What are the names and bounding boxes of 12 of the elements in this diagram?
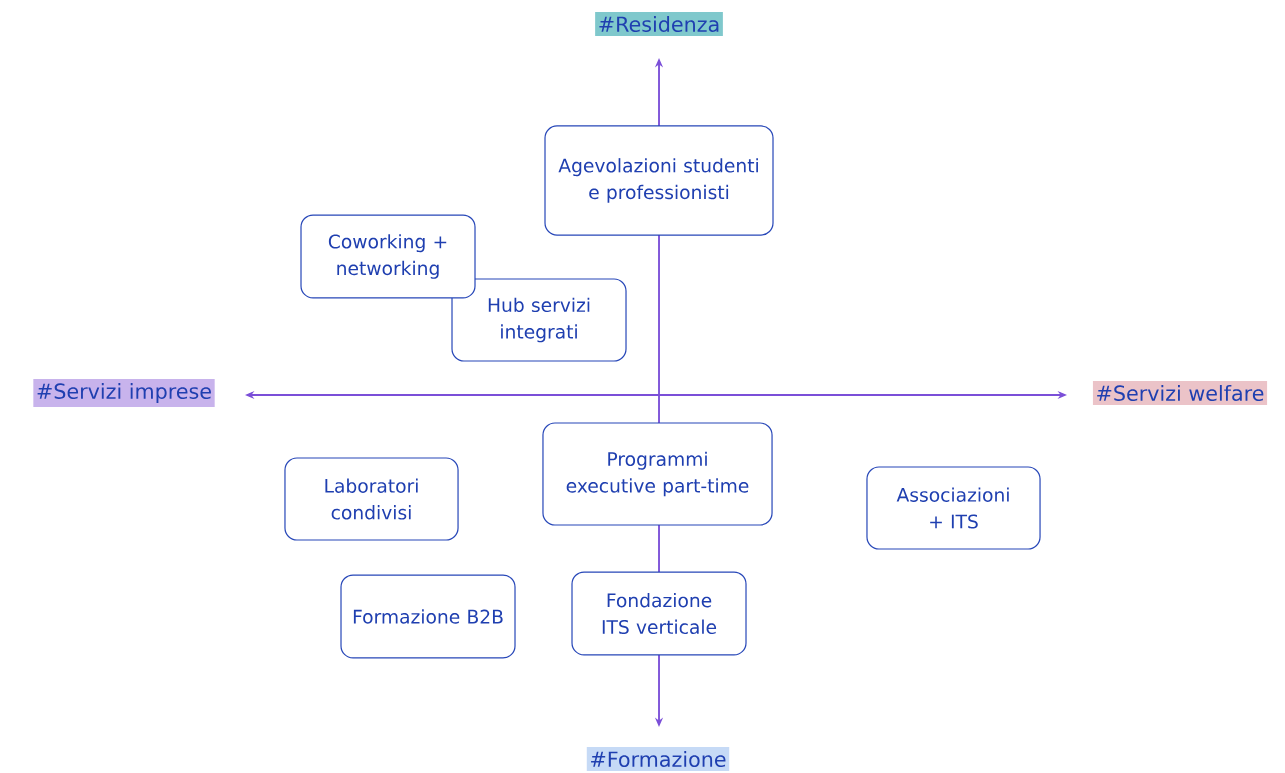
axis-label: #Servizi imprese bbox=[33, 379, 215, 407]
axis-label: #Residenza bbox=[595, 12, 723, 36]
text-box: Associazioni + ITS bbox=[866, 466, 1041, 550]
text-box: Agevolazioni studenti e professionisti bbox=[544, 125, 774, 236]
text-box: Fondazione ITS verticale bbox=[571, 571, 747, 656]
axis-label: #Servizi welfare bbox=[1092, 381, 1268, 405]
text-box: Formazione B2B bbox=[340, 574, 516, 659]
text-box: Laboratori condivisi bbox=[284, 457, 459, 541]
text-box: Coworking + networking bbox=[300, 214, 476, 299]
text-box: Hub servizi integrati bbox=[451, 278, 627, 362]
text-box: Programmi executive part-time bbox=[542, 422, 773, 526]
axis-label: #Formazione bbox=[586, 747, 730, 771]
